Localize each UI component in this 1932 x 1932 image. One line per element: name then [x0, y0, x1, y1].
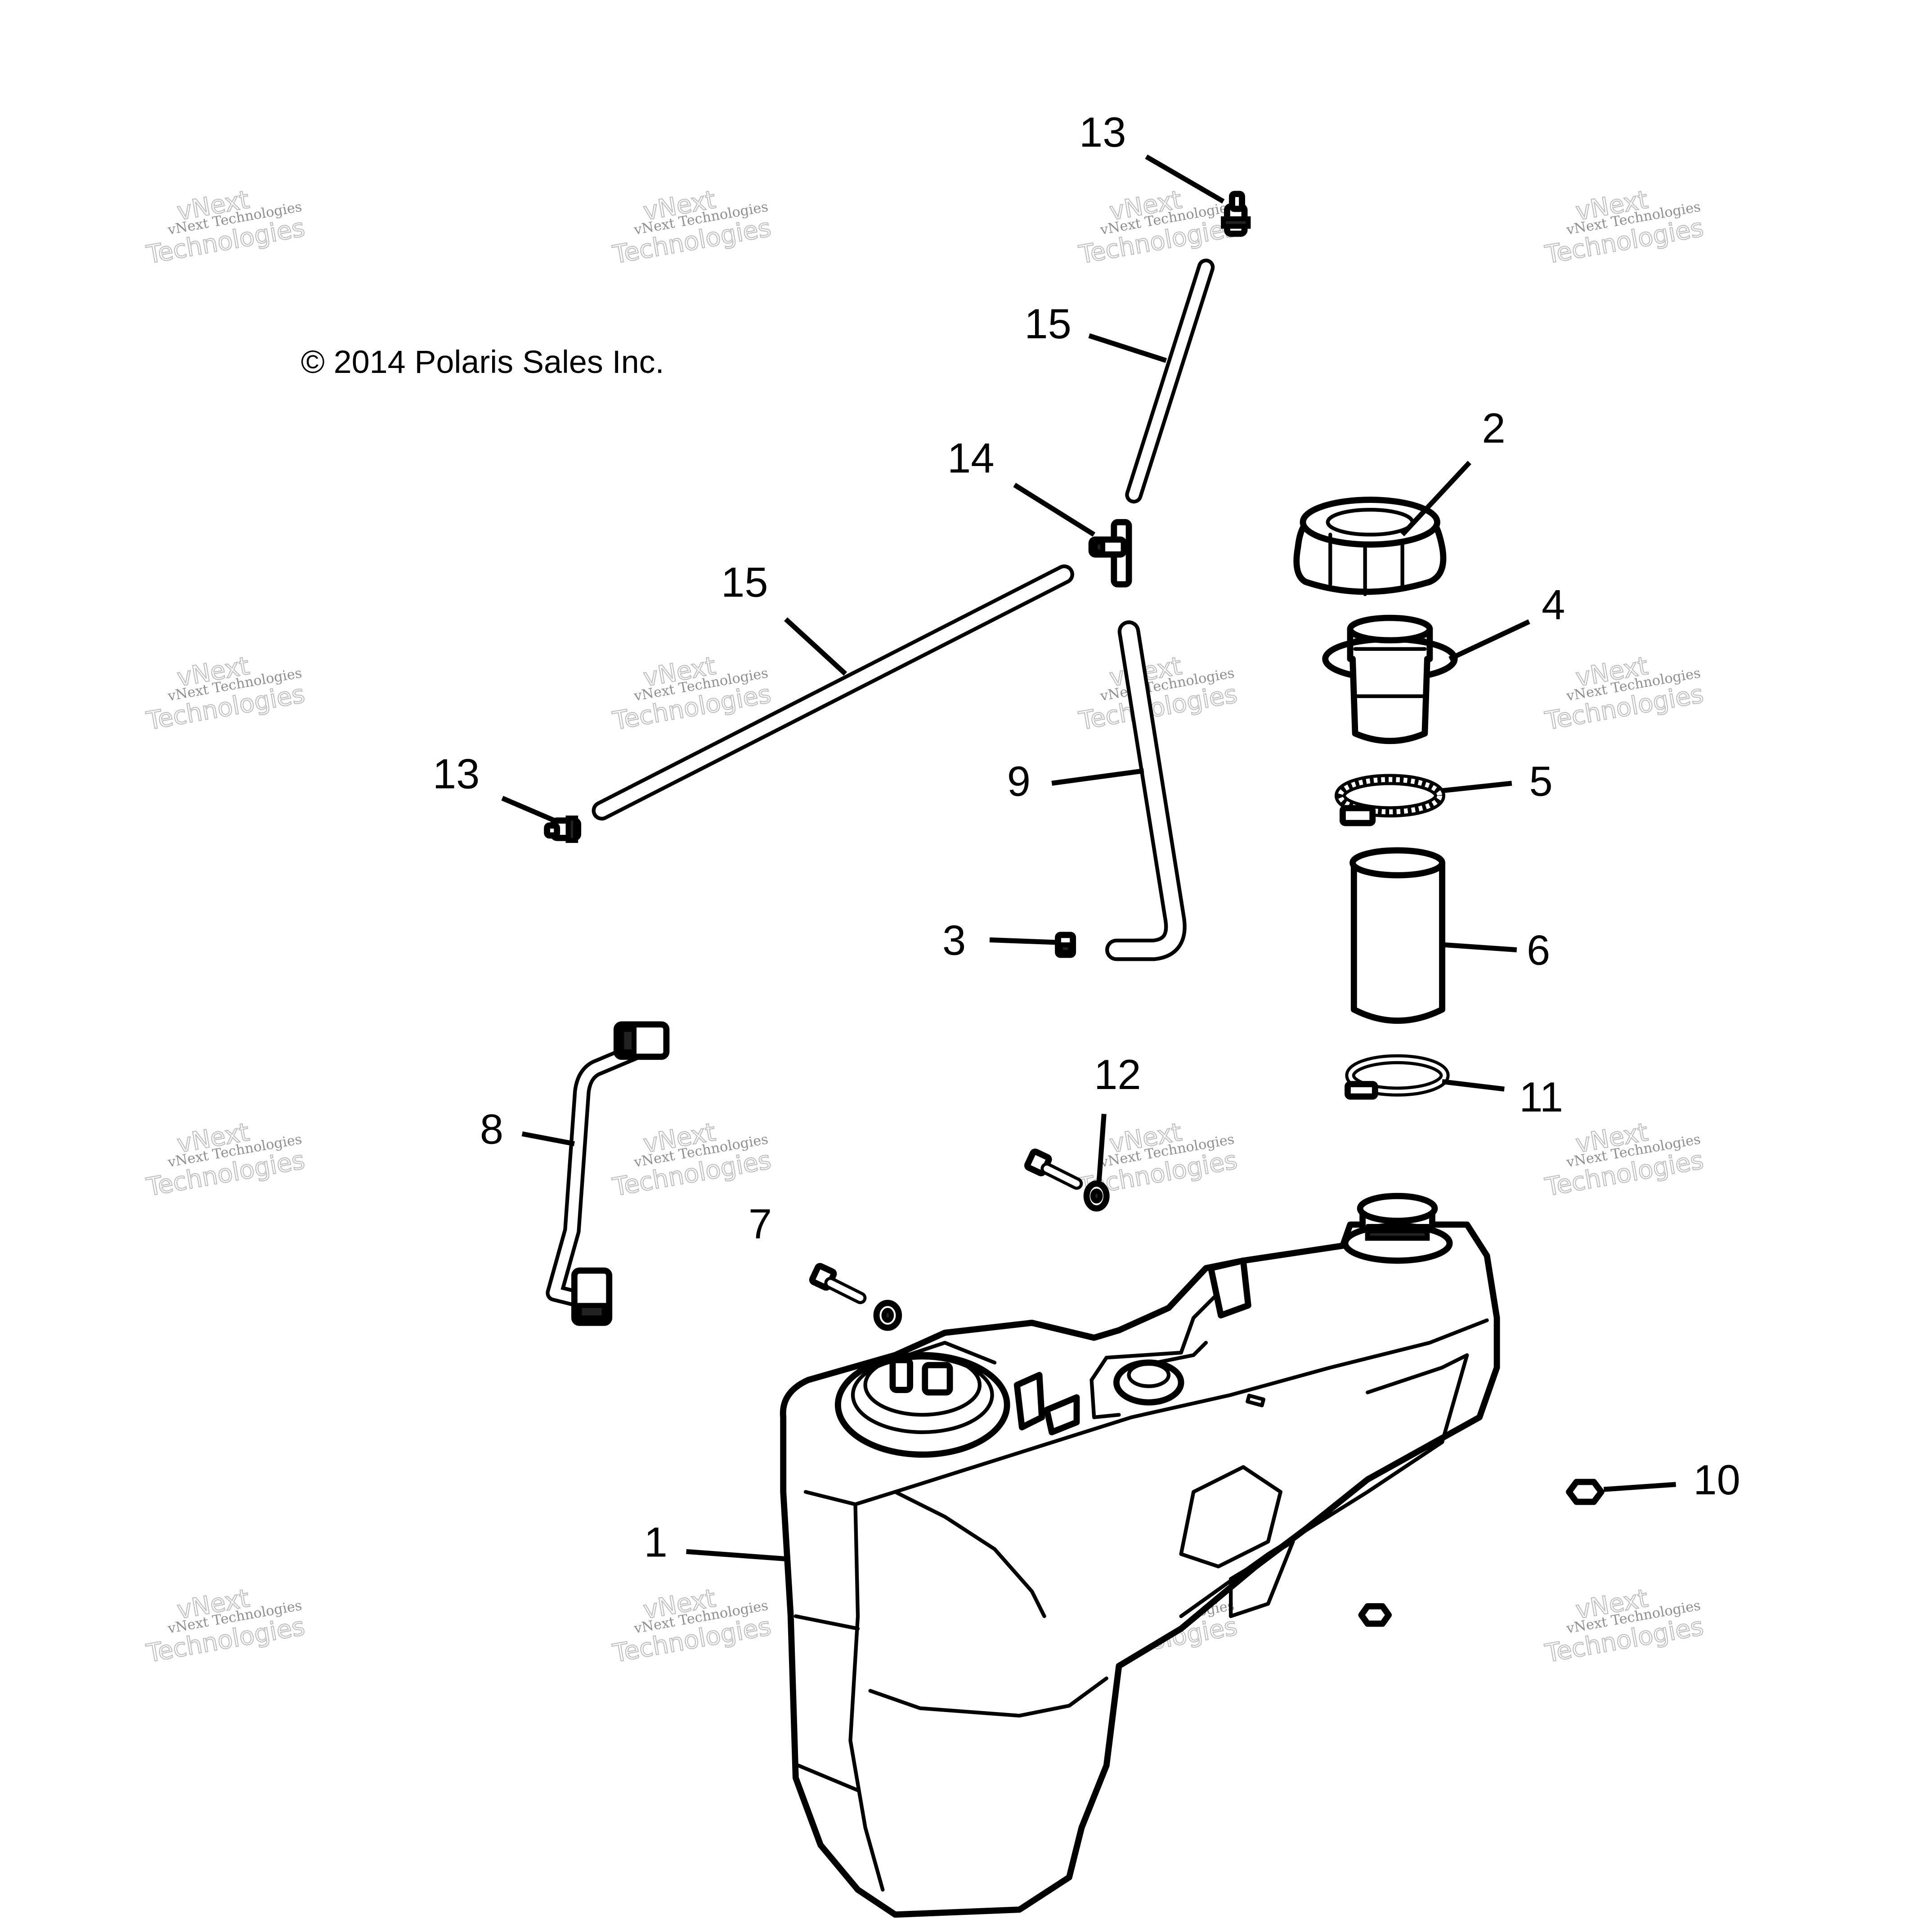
leader-8: [521, 1131, 575, 1147]
leader-9: [1051, 768, 1144, 786]
callout-14: 14: [947, 434, 995, 481]
callout-15-left: 15: [721, 559, 768, 606]
part-9-fuel-vent-hose-bent[interactable]: [1105, 620, 1187, 961]
callout-11: 11: [1519, 1073, 1563, 1121]
part-4-filler-neck[interactable]: [1322, 614, 1458, 744]
leader-5: [1442, 780, 1512, 793]
leader-11: [1442, 1079, 1505, 1092]
leader-lines: [501, 154, 1676, 1562]
part-5-hose-clamp[interactable]: [1334, 774, 1445, 826]
leader-4: [1448, 619, 1530, 661]
part-12-bolt-washer[interactable]: [1024, 1148, 1110, 1212]
part-11-hose-clamp-lower[interactable]: [1345, 1054, 1450, 1100]
leader-2: [1400, 461, 1471, 537]
leader-10: [1603, 1482, 1676, 1492]
leader-1: [686, 1549, 789, 1562]
callout-4: 4: [1542, 581, 1565, 628]
part-8-fuel-line[interactable]: [546, 1021, 670, 1326]
callout-2: 2: [1482, 404, 1505, 452]
leader-14: [1013, 483, 1096, 537]
leader-6: [1444, 942, 1517, 953]
part-1-fuel-tank[interactable]: [780, 1192, 1500, 1918]
callout-12: 12: [1094, 1051, 1141, 1098]
callout-15-top: 15: [1024, 300, 1071, 347]
part-15-vent-hose-long[interactable]: [592, 564, 1074, 821]
copyright-text: © 2014 Polaris Sales Inc.: [301, 344, 664, 380]
part-13-vent-valve-left[interactable]: [544, 816, 582, 843]
callout-13-left: 13: [433, 750, 480, 797]
part-3-hose-clip[interactable]: [1055, 932, 1076, 958]
callout-5: 5: [1529, 758, 1553, 805]
part-15-vent-hose-top[interactable]: [1125, 258, 1215, 504]
part-6-filler-hose[interactable]: [1349, 847, 1445, 1024]
callout-1: 1: [644, 1518, 668, 1565]
callout-7: 7: [749, 1200, 772, 1247]
callout-6: 6: [1527, 927, 1550, 974]
part-10-nut[interactable]: [1358, 1479, 1605, 1627]
part-7-bolt-washer[interactable]: [809, 1263, 902, 1331]
leader-15-top: [1088, 333, 1167, 363]
part-13-vent-valve-top[interactable]: [1221, 191, 1251, 237]
callout-9: 9: [1007, 758, 1031, 805]
leader-13-left: [501, 796, 556, 823]
leader-12: [1096, 1113, 1107, 1182]
callout-numbers: 13 15 2 14 15 4 13 9 5 3 6 12 11 8 7 10 …: [433, 108, 1740, 1565]
callout-8: 8: [480, 1106, 503, 1153]
leader-3: [989, 937, 1057, 945]
part-14-tee-fitting[interactable]: [1088, 519, 1132, 587]
leader-15-left: [784, 617, 847, 676]
callout-13-top: 13: [1079, 108, 1126, 156]
callout-3: 3: [942, 917, 966, 964]
leader-13-top: [1145, 154, 1225, 204]
callout-10: 10: [1693, 1456, 1740, 1503]
